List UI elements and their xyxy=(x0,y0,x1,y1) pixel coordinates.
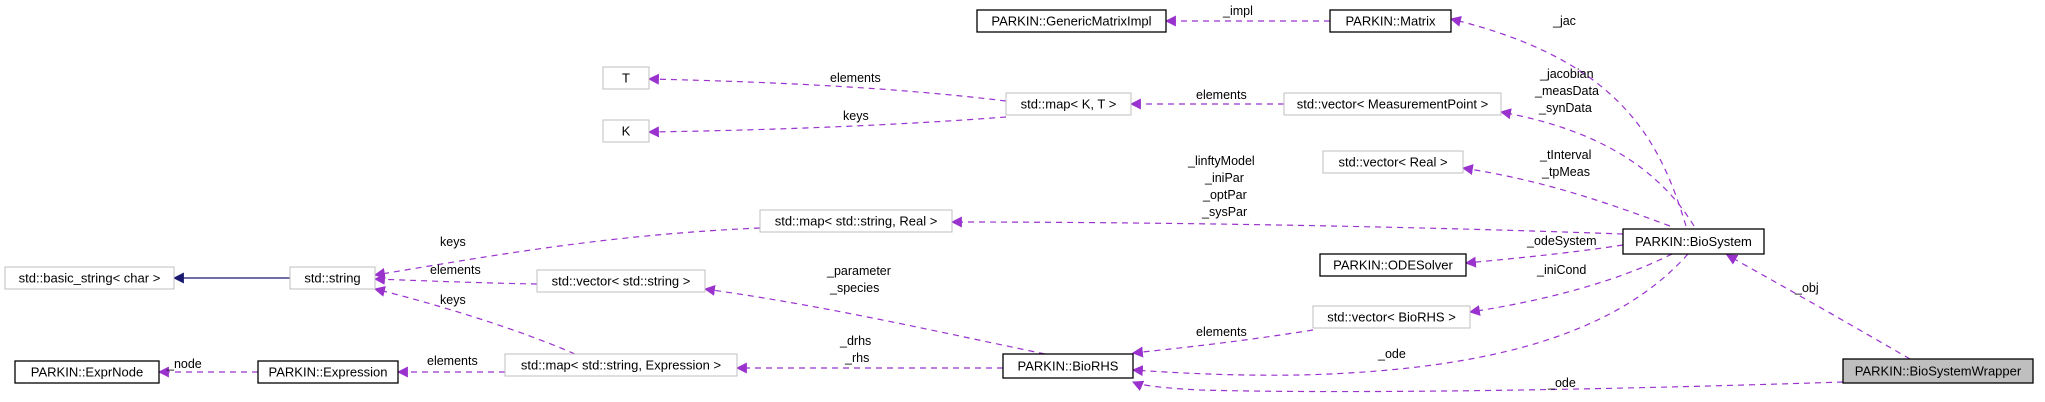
edge-biorhs-to-vecstring xyxy=(703,284,1046,355)
edge-label-optpar: _optPar xyxy=(1202,188,1247,202)
node-map-string-real[interactable]: std::map< std::string, Real > xyxy=(759,209,953,233)
nodes: PARKIN::GenericMatrixImpl PARKIN::Matrix… xyxy=(4,9,2034,384)
edge-label-map-keys: keys xyxy=(843,109,869,123)
node-t[interactable]: T xyxy=(602,66,650,90)
edge-biosystem-to-mapstringreal xyxy=(950,216,1624,235)
node-vector-string[interactable]: std::vector< std::string > xyxy=(536,269,706,293)
edge-vecstring-to-string xyxy=(373,273,538,285)
node-map-string-expression[interactable]: std::map< std::string, Expression > xyxy=(504,353,738,377)
edge-wrapper-to-biorhs xyxy=(1131,380,1844,393)
node-vector-measurement-point[interactable]: std::vector< MeasurementPoint > xyxy=(1283,92,1502,116)
edge-label-impl: _impl xyxy=(1222,4,1253,18)
node-label: PARKIN::BioSystem xyxy=(1635,234,1752,249)
node-k[interactable]: K xyxy=(602,119,650,143)
node-label: T xyxy=(622,71,630,86)
edge-label-species: _species xyxy=(829,281,879,295)
node-basic-string[interactable]: std::basic_string< char > xyxy=(4,266,175,290)
edge-label-ode-from-wrapper: _ode xyxy=(1547,376,1576,390)
edge-vecbiorhs-to-biorhs xyxy=(1131,329,1314,358)
node-expression[interactable]: PARKIN::Expression xyxy=(257,360,399,384)
node-label: PARKIN::BioRHS xyxy=(1018,359,1119,374)
node-label: K xyxy=(622,124,631,139)
node-label: std::map< K, T > xyxy=(1021,97,1117,112)
edge-wrapper-to-biosystem xyxy=(1726,254,1911,360)
node-label: std::vector< BioRHS > xyxy=(1327,310,1456,325)
edge-label-rhs: _rhs xyxy=(844,351,869,365)
node-map-k-t[interactable]: std::map< K, T > xyxy=(1005,92,1132,116)
node-label: std::string xyxy=(304,271,360,286)
edge-biosystem-to-vecbiorhs xyxy=(1468,253,1673,316)
edge-label-tpmeas: _tpMeas xyxy=(1541,165,1590,179)
node-string[interactable]: std::string xyxy=(289,266,376,290)
edge-mapkt-to-t xyxy=(647,73,1007,102)
node-label: std::vector< MeasurementPoint > xyxy=(1297,97,1488,112)
edge-label-syndata: _synData xyxy=(1538,101,1592,115)
node-biosystem-wrapper[interactable]: PARKIN::BioSystemWrapper xyxy=(1842,358,2034,384)
edge-biosystem-to-vecreal xyxy=(1461,164,1671,227)
edge-label-elements-biorhs: elements xyxy=(1196,325,1247,339)
edge-label-keys-string-real: keys xyxy=(440,235,466,249)
edge-label-jacobian: _jacobian xyxy=(1539,67,1594,81)
node-label: std::map< std::string, Real > xyxy=(775,214,938,229)
edge-label-odesystem: _odeSystem xyxy=(1526,234,1596,248)
node-label: std::vector< std::string > xyxy=(552,274,691,289)
edge-label-ode-from-biosystem: _ode xyxy=(1377,347,1406,361)
edge-label-jac: _jac xyxy=(1552,14,1576,28)
edge-label-syspar: _sysPar xyxy=(1201,205,1247,219)
node-label: PARKIN::GenericMatrixImpl xyxy=(991,14,1151,29)
node-vector-biorhs[interactable]: std::vector< BioRHS > xyxy=(1312,305,1471,329)
edge-label-vec-elements: elements xyxy=(1196,88,1247,102)
edge-label-obj: _obj xyxy=(1794,281,1819,295)
edge-label-parameter: _parameter xyxy=(826,264,891,278)
edge-label-drhs: _drhs xyxy=(839,334,871,348)
node-label: std::vector< Real > xyxy=(1338,155,1447,170)
node-vector-real[interactable]: std::vector< Real > xyxy=(1322,150,1464,174)
edge-label-inicond: _iniCond xyxy=(1536,263,1586,277)
node-biorhs[interactable]: PARKIN::BioRHS xyxy=(1002,353,1134,379)
edge-biosystem-to-biorhs xyxy=(1131,253,1689,377)
edge-biosystem-to-matrix xyxy=(1449,15,1687,227)
node-matrix[interactable]: PARKIN::Matrix xyxy=(1329,9,1452,33)
node-biosystem[interactable]: PARKIN::BioSystem xyxy=(1622,228,1765,255)
edge-biosystem-to-vecmeas xyxy=(1499,108,1695,227)
edge-label-keys-string-expr: keys xyxy=(440,293,466,307)
node-label: PARKIN::ExprNode xyxy=(31,365,143,380)
edge-label-map-elements: elements xyxy=(830,71,881,85)
edge-label-tinterval: _tInterval xyxy=(1539,148,1591,162)
edges xyxy=(157,15,1911,393)
node-generic-matrix-impl[interactable]: PARKIN::GenericMatrixImpl xyxy=(976,9,1167,33)
edge-label-measdata: _measData xyxy=(1534,84,1599,98)
edge-label-elements-vec-string: elements xyxy=(430,263,481,277)
edge-biosystem-to-odesolver xyxy=(1464,244,1624,268)
edge-labels: _impl _jac elements keys elements _jacob… xyxy=(166,4,1819,390)
edge-label-node: _node xyxy=(166,357,202,371)
edge-mapstringexpr-to-string xyxy=(373,286,576,355)
node-label: PARKIN::BioSystemWrapper xyxy=(1855,364,2022,379)
node-ode-solver[interactable]: PARKIN::ODESolver xyxy=(1319,253,1467,277)
edge-mapkt-to-k xyxy=(647,116,1007,138)
node-label: PARKIN::ODESolver xyxy=(1333,258,1453,273)
edge-label-inipar: _iniPar xyxy=(1204,171,1244,185)
edge-mapstringreal-to-string xyxy=(373,227,761,279)
node-label: std::basic_string< char > xyxy=(19,271,161,286)
node-label: PARKIN::Matrix xyxy=(1345,14,1436,29)
node-expr-node[interactable]: PARKIN::ExprNode xyxy=(14,360,160,384)
node-label: std::map< std::string, Expression > xyxy=(521,358,721,373)
edge-label-elements-expression: elements xyxy=(427,354,478,368)
node-label: PARKIN::Expression xyxy=(269,365,388,380)
edge-label-linftymodel: _linftyModel xyxy=(1187,154,1255,168)
